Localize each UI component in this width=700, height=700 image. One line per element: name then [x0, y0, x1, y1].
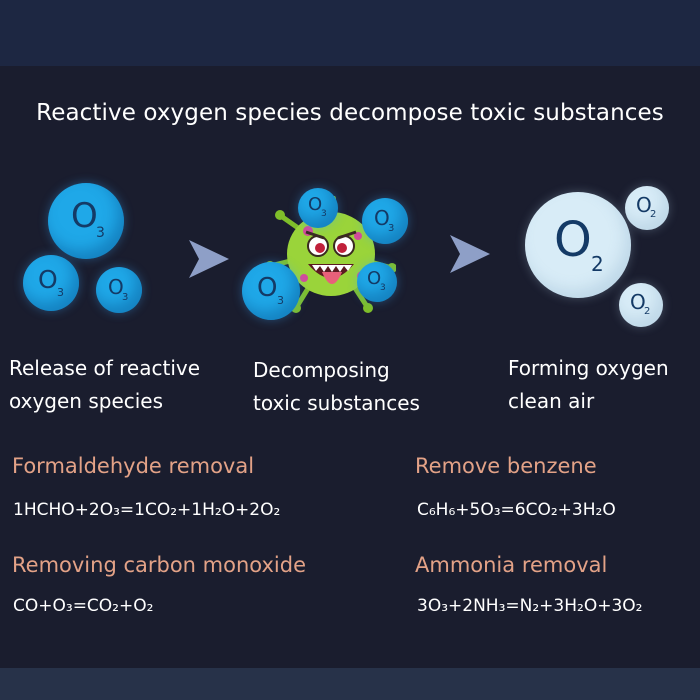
reaction-title-benzene: Remove benzene	[415, 454, 597, 478]
bottom-band	[0, 668, 700, 700]
molecule-symbol: O	[374, 206, 390, 230]
molecule-subscript: 2	[644, 306, 651, 317]
step-line: toxic substances	[253, 391, 420, 415]
molecule-symbol: O	[108, 275, 124, 299]
arrow-right-icon	[189, 240, 229, 278]
molecule-subscript: 2	[591, 252, 604, 276]
molecule-subscript: 3	[321, 209, 327, 219]
ozone-bubble: O 3	[362, 198, 408, 244]
molecule-symbol: O	[554, 212, 592, 268]
molecule-subscript: 3	[122, 292, 129, 303]
molecule-symbol: O	[38, 265, 58, 294]
molecule-symbol: O	[308, 194, 323, 215]
step-line: Release of reactive	[9, 356, 201, 380]
reaction-formula-formaldehyde: 1HCHO+2O₃=1CO₂+1H₂O+2O₂	[13, 500, 281, 520]
oxygen-bubble: O 2	[625, 186, 669, 230]
molecule-symbol: O	[636, 193, 652, 217]
molecule-subscript: 3	[57, 286, 64, 299]
step-line: clean air	[508, 389, 595, 413]
ozone-bubble: O 3	[242, 262, 300, 320]
step-label-release: Release of reactive oxygen species	[9, 352, 200, 418]
oxygen-bubble: O 2	[619, 283, 663, 327]
reaction-title-formaldehyde: Formaldehyde removal	[12, 454, 255, 478]
molecule-subscript: 3	[96, 225, 105, 241]
reaction-formula-carbon-monoxide: CO+O₃=CO₂+O₂	[13, 596, 154, 616]
step-label-decompose: Decomposing toxic substances	[253, 354, 420, 420]
ozone-bubble: O 3	[23, 255, 79, 311]
molecule-symbol: O	[367, 268, 382, 289]
headline: Reactive oxygen species decompose toxic …	[36, 100, 664, 126]
molecule-subscript: 3	[277, 294, 284, 307]
arrow-right-icon	[450, 235, 490, 273]
molecule-symbol: O	[257, 273, 278, 303]
step-line: Decomposing	[253, 358, 390, 382]
step-line: Forming oxygen	[508, 356, 669, 380]
ozone-bubble: O 3	[96, 267, 142, 313]
molecule-subscript: 3	[388, 223, 395, 234]
step-label-oxygen: Forming oxygen clean air	[508, 352, 669, 418]
oxygen-bubble: O 2	[525, 192, 631, 298]
molecule-symbol: O	[630, 290, 646, 314]
top-band	[0, 0, 700, 66]
ozone-bubble: O 3	[48, 183, 124, 259]
reaction-formula-ammonia: 3O₃+2NH₃=N₂+3H₂O+3O₂	[417, 596, 643, 616]
reaction-title-ammonia: Ammonia removal	[415, 553, 608, 577]
molecule-subscript: 2	[650, 209, 657, 220]
reaction-title-carbon-monoxide: Removing carbon monoxide	[12, 553, 306, 577]
molecule-symbol: O	[71, 196, 98, 236]
reaction-formula-benzene: C₆H₆+5O₃=6CO₂+3H₂O	[417, 500, 616, 520]
molecule-subscript: 3	[380, 283, 386, 293]
step-line: oxygen species	[9, 389, 164, 413]
ozone-bubble: O 3	[298, 188, 338, 228]
ozone-bubble: O 3	[357, 262, 397, 302]
